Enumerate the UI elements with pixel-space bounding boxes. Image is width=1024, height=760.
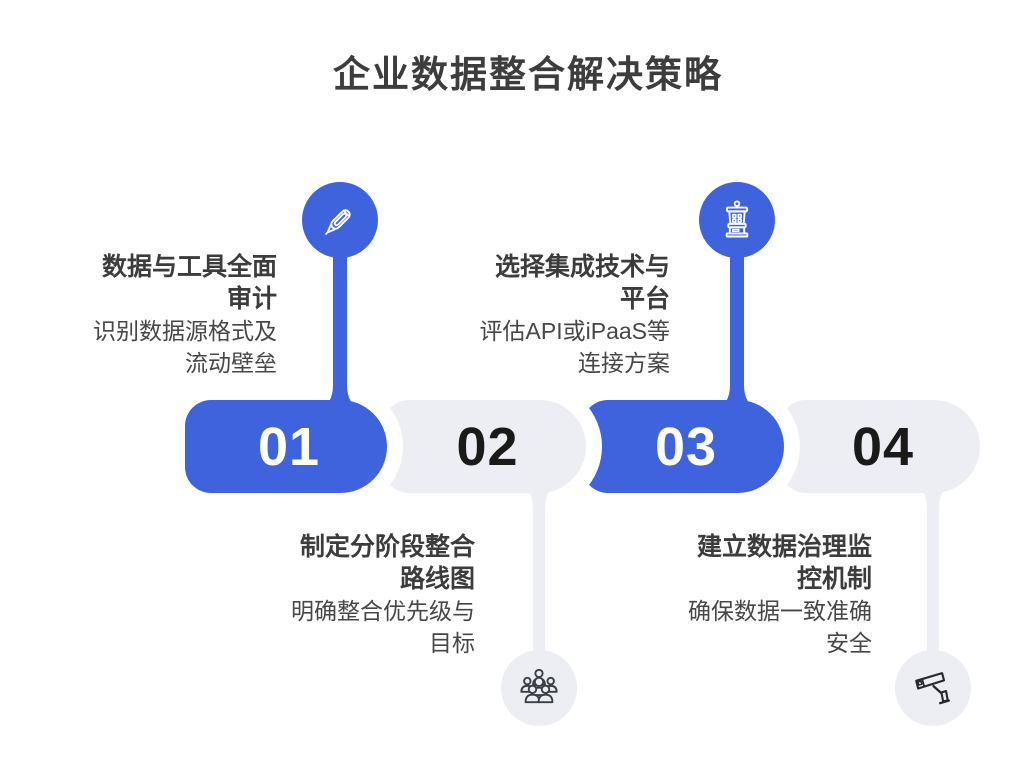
team-icon — [520, 668, 558, 704]
step-02-title-line: 路线图 — [399, 565, 475, 593]
step-03-desc-line: 评估API或iPaaS等 — [479, 318, 670, 344]
step-04-desc-line: 安全 — [826, 630, 872, 656]
step-03-segment: 03 — [582, 400, 784, 493]
page-title: 企业数据整合解决策略 — [333, 54, 723, 95]
step-01-text-block: 数据与工具全面 审计 识别数据源格式及 流动壁垒 — [57, 251, 277, 379]
step-02-text-block: 制定分阶段整合 路线图 明确整合优先级与 目标 — [255, 531, 475, 659]
step-04-desc-line: 确保数据一致准确 — [688, 598, 872, 624]
machine-icon — [725, 200, 749, 238]
step-02-icon-badge — [501, 650, 577, 726]
step-03-desc-line: 连接方案 — [578, 350, 670, 376]
step-03-title-line: 选择集成技术与 — [494, 253, 670, 281]
step-04-text-block: 建立数据治理监 控机制 确保数据一致准确 安全 — [652, 531, 872, 659]
step-03-number: 03 — [654, 416, 718, 477]
step-01-number: 01 — [257, 416, 321, 477]
step-03-text-block: 选择集成技术与 平台 评估API或iPaaS等 连接方案 — [450, 251, 670, 379]
step-01-desc-line: 识别数据源格式及 — [93, 318, 277, 344]
step-03-icon-badge — [699, 182, 775, 258]
step-04-icon-badge — [895, 650, 971, 726]
cctv-camera-icon — [915, 672, 950, 705]
step-01-segment: 01 — [185, 400, 387, 493]
step-02-title-line: 制定分阶段整合 — [299, 533, 475, 561]
pen-icon — [325, 209, 351, 235]
step-02-number: 02 — [456, 416, 519, 477]
step-03-title-line: 平台 — [619, 285, 670, 313]
step-04-title-line: 控机制 — [796, 565, 872, 593]
step-01-desc-line: 流动壁垒 — [185, 350, 277, 376]
step-04-title-line: 建立数据治理监 — [696, 533, 872, 561]
step-04-connector — [911, 482, 955, 654]
step-02-segment: 02 — [383, 400, 586, 493]
step-04-number: 04 — [851, 416, 915, 477]
step-01-title-line: 审计 — [226, 285, 277, 313]
step-01-icon-badge — [302, 182, 378, 258]
step-01-title-line: 数据与工具全面 — [101, 253, 277, 281]
step-02-desc-line: 目标 — [429, 630, 475, 656]
step-02-desc-line: 明确整合优先级与 — [291, 598, 475, 624]
step-04-segment: 04 — [780, 400, 980, 493]
